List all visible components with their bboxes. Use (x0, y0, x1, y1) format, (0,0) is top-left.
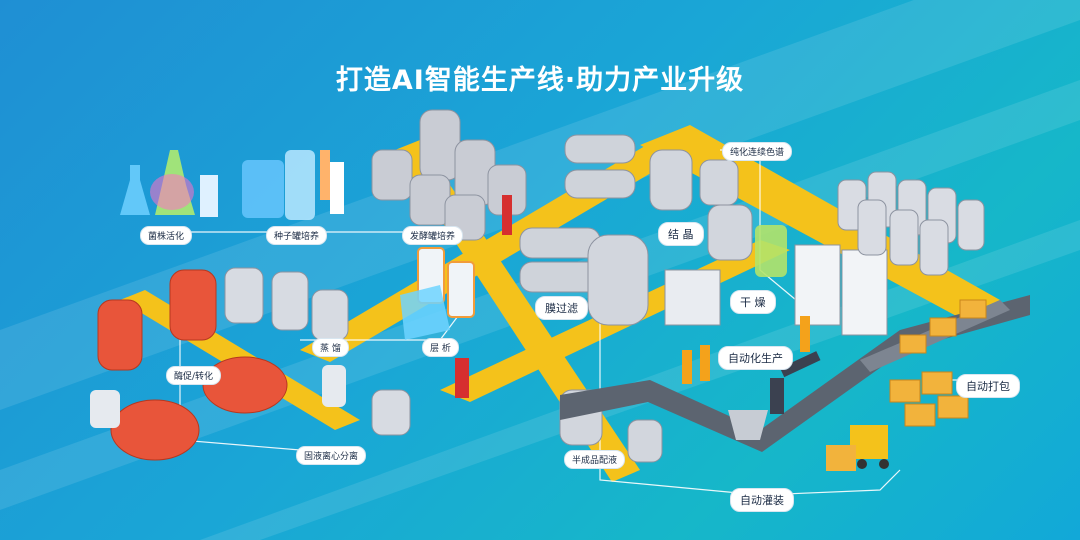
worker-icon (502, 195, 512, 235)
label-evaporation: 蒸 馏 (312, 338, 349, 357)
label-automatic-filling: 自动灌装 (730, 488, 794, 512)
label-strain-activation: 菌株活化 (140, 226, 193, 245)
worker-icon (682, 316, 810, 384)
reactor-icon (97, 269, 288, 461)
label-membrane-filtration: 膜过滤 (535, 296, 588, 320)
label-purification-chromatography: 纯化连续色谱 (722, 142, 793, 161)
page-title: 打造AI智能生产线·助力产业升级 (335, 65, 745, 96)
label-crystallization: 结 晶 (658, 222, 704, 246)
label-stratification: 层 析 (422, 338, 459, 357)
label-seed-culture: 种子罐培养 (266, 226, 328, 245)
label-automated-production: 自动化生产 (718, 346, 793, 370)
label-semi-finished-mixing: 半成品配液 (564, 450, 626, 469)
robot-arm-icon (770, 351, 821, 414)
label-enzymolysis: 酶促/转化 (166, 366, 222, 385)
label-drying: 干 燥 (730, 290, 776, 314)
flask-icon (120, 150, 218, 217)
forklift-icon (826, 425, 889, 471)
label-automatic-packing: 自动打包 (956, 374, 1020, 398)
worker-icon (455, 358, 469, 398)
label-solid-liquid-separation: 固液离心分离 (296, 446, 367, 465)
tank-icon (242, 150, 344, 220)
label-fermenter-culture: 发酵罐培养 (402, 226, 464, 245)
